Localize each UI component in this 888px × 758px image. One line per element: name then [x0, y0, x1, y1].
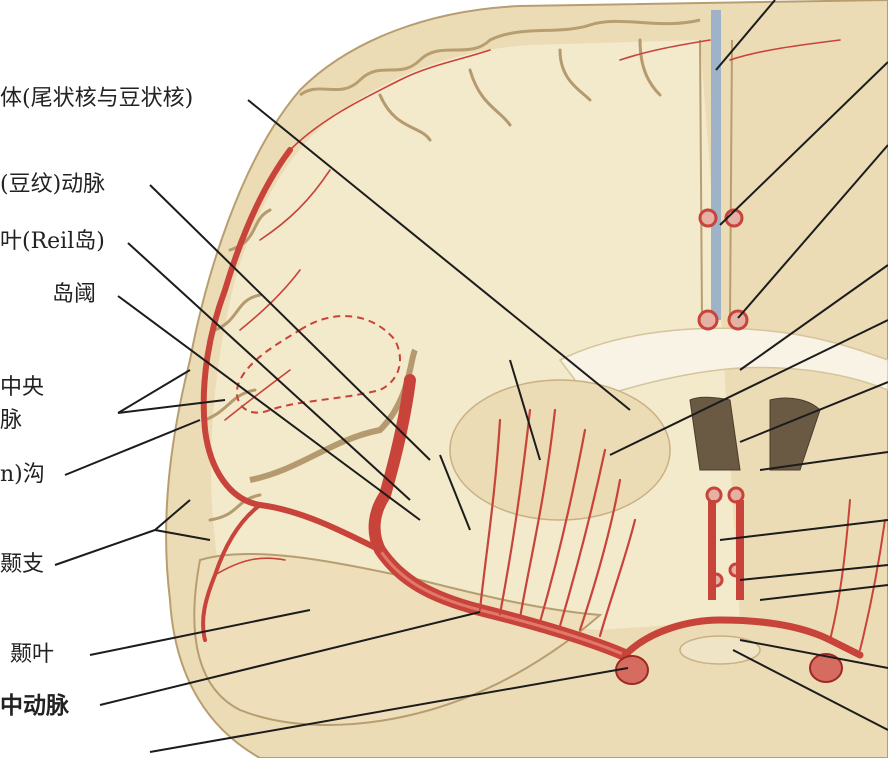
- optic-chiasm: [679, 635, 761, 665]
- lenticulostriate-arteries: [478, 408, 637, 638]
- label-caudate-lentiform: 体(尾状核与豆状核): [0, 86, 194, 111]
- corpus-callosum: [558, 327, 888, 401]
- basal-ganglia-region: [449, 379, 671, 521]
- label-limen-insulae: 岛阈: [52, 282, 97, 307]
- label-temporal-lobe: 颞叶: [10, 642, 55, 667]
- label-central-artery-line1: 中央: [0, 375, 45, 400]
- longitudinal-fissure-edge: [699, 39, 733, 321]
- lateral-sulcus: [249, 348, 418, 483]
- cortex-gyri: [299, 18, 701, 97]
- label-temporal-branch: 颞支: [0, 552, 45, 577]
- label-sulcus: n)沟: [0, 462, 45, 487]
- label-central-artery-line2: 脉: [0, 408, 23, 433]
- lateral-ventricle: [689, 396, 741, 471]
- internal-carotid-right: [809, 653, 843, 683]
- right-mca-branches: [829, 499, 886, 651]
- mca-lateral-branch: [200, 147, 383, 553]
- label-lenticulostriate-artery: (豆纹)动脉: [0, 172, 106, 197]
- anterior-cerebral-arteries: [697, 208, 749, 600]
- leader-lines: [54, 0, 888, 753]
- cortex-sulci: [203, 38, 662, 522]
- cortical-arteries: [214, 39, 841, 576]
- circle-of-willis: [621, 616, 864, 659]
- third-ventricle: [769, 397, 821, 471]
- label-insula: 叶(Reil岛): [0, 229, 105, 254]
- label-middle-cerebral-artery: 中动脉: [0, 692, 69, 719]
- temporal-lobe: [193, 552, 603, 726]
